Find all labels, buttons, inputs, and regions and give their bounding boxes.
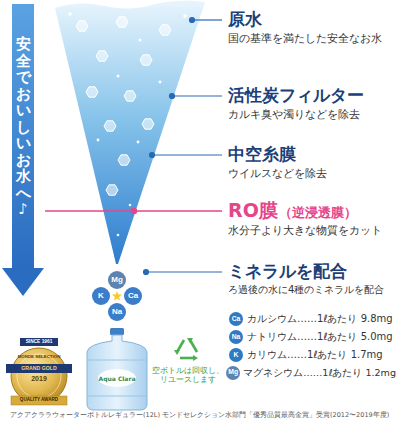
recycle-head <box>174 350 180 355</box>
recycle-icon <box>174 338 198 361</box>
crystal <box>86 87 98 97</box>
medal-text: GRAND GOLD <box>6 366 72 371</box>
crystal <box>116 17 128 27</box>
bottle-brand: Aqua Clara <box>97 375 137 382</box>
ridge <box>88 360 146 361</box>
mineral-symbol: K <box>234 352 239 359</box>
water-crystals <box>76 17 171 195</box>
medal-text: MONDE SELECTION <box>6 355 72 359</box>
mineral-symbol: Ca <box>128 292 138 300</box>
crystal <box>118 155 130 165</box>
leader-dot <box>150 153 155 158</box>
crystal <box>159 25 171 35</box>
crystal <box>76 21 88 31</box>
mineral-symbol: Na <box>112 308 122 316</box>
leader-dot <box>144 270 149 275</box>
mineral-circle: Mg <box>108 271 126 289</box>
crystal <box>96 51 108 61</box>
crystal <box>106 185 118 195</box>
mineral-icon: Mg <box>226 366 240 380</box>
leader-line <box>192 19 222 20</box>
stage-note: 水分子より大きな物質をカット <box>228 224 382 237</box>
sparkle <box>159 81 162 84</box>
mineral-icon: Ca <box>229 312 243 326</box>
mineral-circle: K <box>92 287 110 305</box>
medal-text: 2019 <box>6 375 72 382</box>
vertical-slogan: 安全でおいしいお水へ♪ <box>16 36 31 218</box>
mineral-symbol: K <box>98 292 104 300</box>
sparkle <box>97 139 100 142</box>
medal-band <box>6 364 72 373</box>
ridge <box>88 396 146 397</box>
stage-note: ウイルスなどを除去 <box>228 167 327 180</box>
recycle-note: 空ボトルは回収し、リユースします <box>152 366 224 384</box>
mineral-amount: カリウム……1ℓあたり 1.7mg <box>247 349 383 361</box>
mineral-amount: カルシウム……1ℓあたり 9.8mg <box>247 313 393 325</box>
leader-lines <box>144 18 223 275</box>
leader-line <box>146 271 222 272</box>
recycle-head <box>187 338 193 343</box>
mineral-amount: マグネシウム……1ℓあたり 1.2mg <box>243 367 396 378</box>
sparkles <box>68 12 187 236</box>
stage-heading: 中空糸膜 <box>228 144 296 164</box>
sparkle <box>183 14 187 18</box>
stage-subheading: （逆浸透膜） <box>279 205 357 221</box>
stage-heading: 活性炭フィルター <box>228 85 364 105</box>
bottle-label <box>98 369 136 387</box>
mineral-icon: Na <box>229 330 243 344</box>
sparkle <box>68 12 72 16</box>
filter-funnel <box>55 0 205 264</box>
bottle-cap <box>110 328 124 335</box>
sparkle <box>137 141 140 144</box>
award-medal-art <box>6 338 72 405</box>
mineral-star <box>112 291 122 301</box>
recycle-head <box>193 355 198 361</box>
medal-text: SINCE 1961 <box>6 340 72 345</box>
sparkle <box>129 204 132 207</box>
leader-dot <box>170 94 175 99</box>
stage-note: カルキ臭や濁りなどを除去 <box>228 108 360 121</box>
water-bottle <box>87 328 147 410</box>
stage-heading: ミネラルを配合 <box>228 261 347 281</box>
recycle-arrow <box>190 340 197 352</box>
crystal <box>142 119 154 129</box>
mineral-icon: K <box>229 348 243 362</box>
recycle-arrow <box>180 357 194 360</box>
arrow-shaft <box>12 4 34 268</box>
mineral-symbol: Mg <box>111 276 123 284</box>
leader-dot <box>132 209 137 214</box>
direction-arrow <box>2 4 44 296</box>
stage-note: ろ過後の水に4種のミネラルを配合 <box>228 284 384 296</box>
bottle-ridges <box>88 360 146 396</box>
leader-line <box>172 95 222 96</box>
leader-dot <box>190 18 195 23</box>
stage-note: 国の基準を満たした安全なお水 <box>228 32 382 45</box>
bottle-body <box>87 335 147 410</box>
funnel-shape <box>55 0 205 264</box>
caption: アクアクララウォーターボトルレギュラー(12L) モンドセレクション水部門「優秀… <box>10 411 392 419</box>
ro-line <box>45 209 222 214</box>
crystal <box>124 91 136 101</box>
arrow-head <box>2 268 44 296</box>
stage-heading: 原水 <box>228 9 262 29</box>
mineral-symbol: Na <box>232 334 241 341</box>
stage-heading: RO膜 <box>228 199 278 222</box>
crystal <box>140 55 152 65</box>
direction-arrow-band: 安全でおいしいお水へ♪ <box>12 36 34 218</box>
leader-line <box>152 154 222 155</box>
medal-text: QUALITY AWARD <box>6 398 72 403</box>
award-medal: SINCE 1961MONDE SELECTION GRAND GOLD 2019Q… <box>6 338 72 408</box>
mineral-symbol: Ca <box>232 316 241 323</box>
sparkle <box>117 75 120 78</box>
crystal <box>104 121 116 131</box>
mineral-amount: ナトリウム……1ℓあたり 5.0mg <box>247 331 393 343</box>
mineral-circle: Ca <box>124 287 142 305</box>
sparkle <box>117 234 120 237</box>
mineral-circle: Na <box>108 303 126 321</box>
sparkle <box>139 39 142 42</box>
mineral-symbol: Mg <box>228 369 238 376</box>
